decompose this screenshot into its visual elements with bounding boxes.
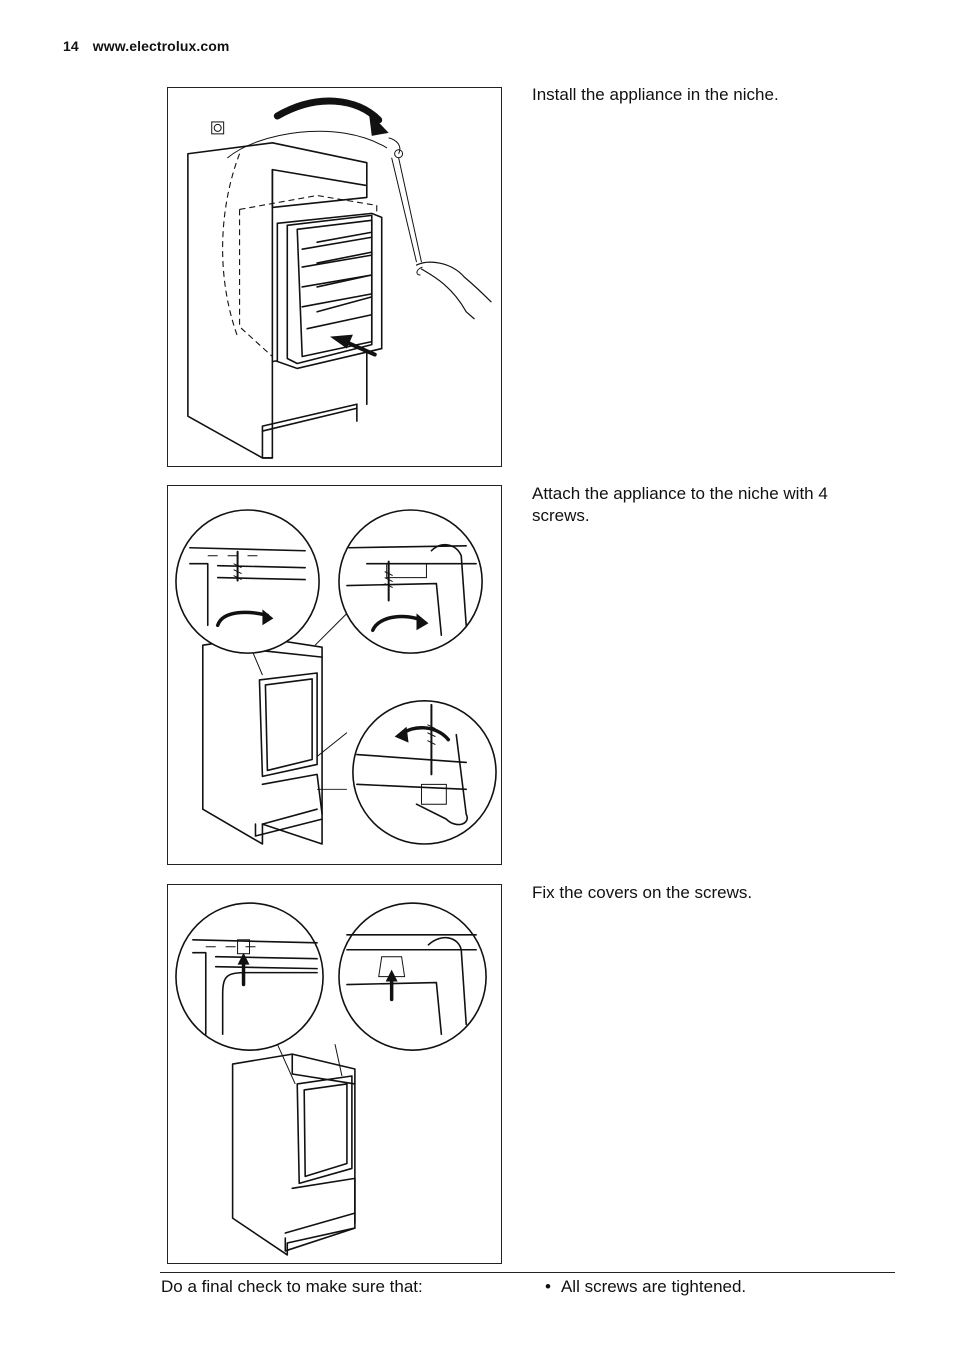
illustration-install: [187, 97, 492, 459]
final-check-list: • All screws are tightened.: [545, 1277, 746, 1297]
final-check-item: All screws are tightened.: [560, 1277, 747, 1296]
section-divider: [160, 1272, 895, 1273]
step-2-text: Attach the appliance to the niche with 4…: [532, 484, 828, 525]
website-url: www.electrolux.com: [92, 38, 230, 54]
illustration-covers: [175, 902, 487, 1256]
illustration-screws: [175, 509, 497, 845]
figure-attach-screws: [167, 485, 502, 865]
page-number: 14: [63, 38, 79, 54]
figure-fix-covers: [167, 884, 502, 1264]
step-1-text: Install the appliance in the niche.: [532, 85, 779, 104]
step-3-text: Fix the covers on the screws.: [532, 883, 753, 902]
bullet-dot: •: [545, 1277, 551, 1296]
page-header: 14 www.electrolux.com: [63, 38, 229, 54]
figure-install-in-niche: [167, 87, 502, 467]
final-check-intro: Do a final check to make sure that:: [161, 1277, 423, 1296]
